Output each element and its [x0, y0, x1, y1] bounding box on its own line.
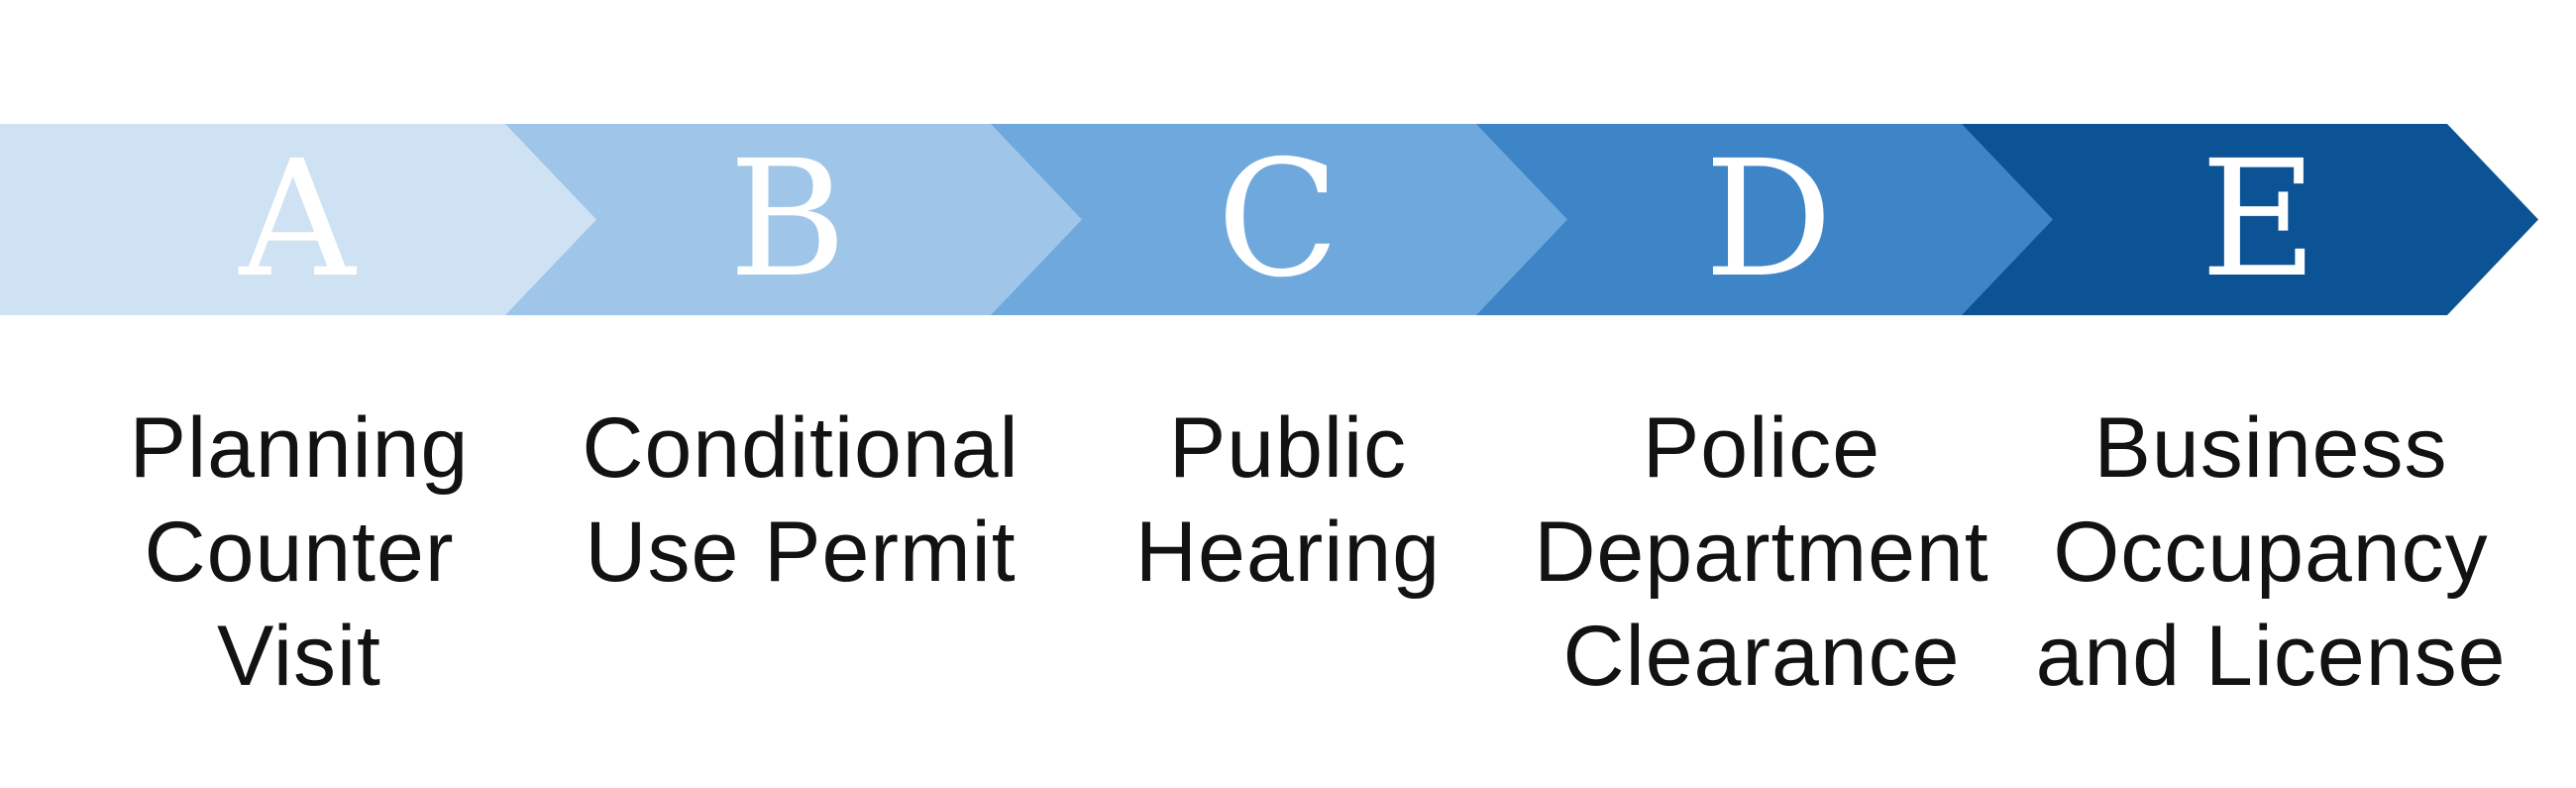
- step-label-d: Police Department Clearance: [1534, 400, 1989, 704]
- arrow-segment-e: [1962, 124, 2538, 315]
- step-label-a: Planning Counter Visit: [129, 400, 470, 704]
- arrow-segment-b: [505, 124, 1082, 315]
- step-label-c: Public Hearing: [1134, 400, 1442, 600]
- step-label-b: Conditional Use Permit: [582, 400, 1020, 600]
- arrow-segment-a: [0, 124, 596, 315]
- arrow-segment-c: [991, 124, 1567, 315]
- step-label-e: Business Occupancy and License: [2035, 400, 2507, 704]
- arrow-segment-d: [1476, 124, 2053, 315]
